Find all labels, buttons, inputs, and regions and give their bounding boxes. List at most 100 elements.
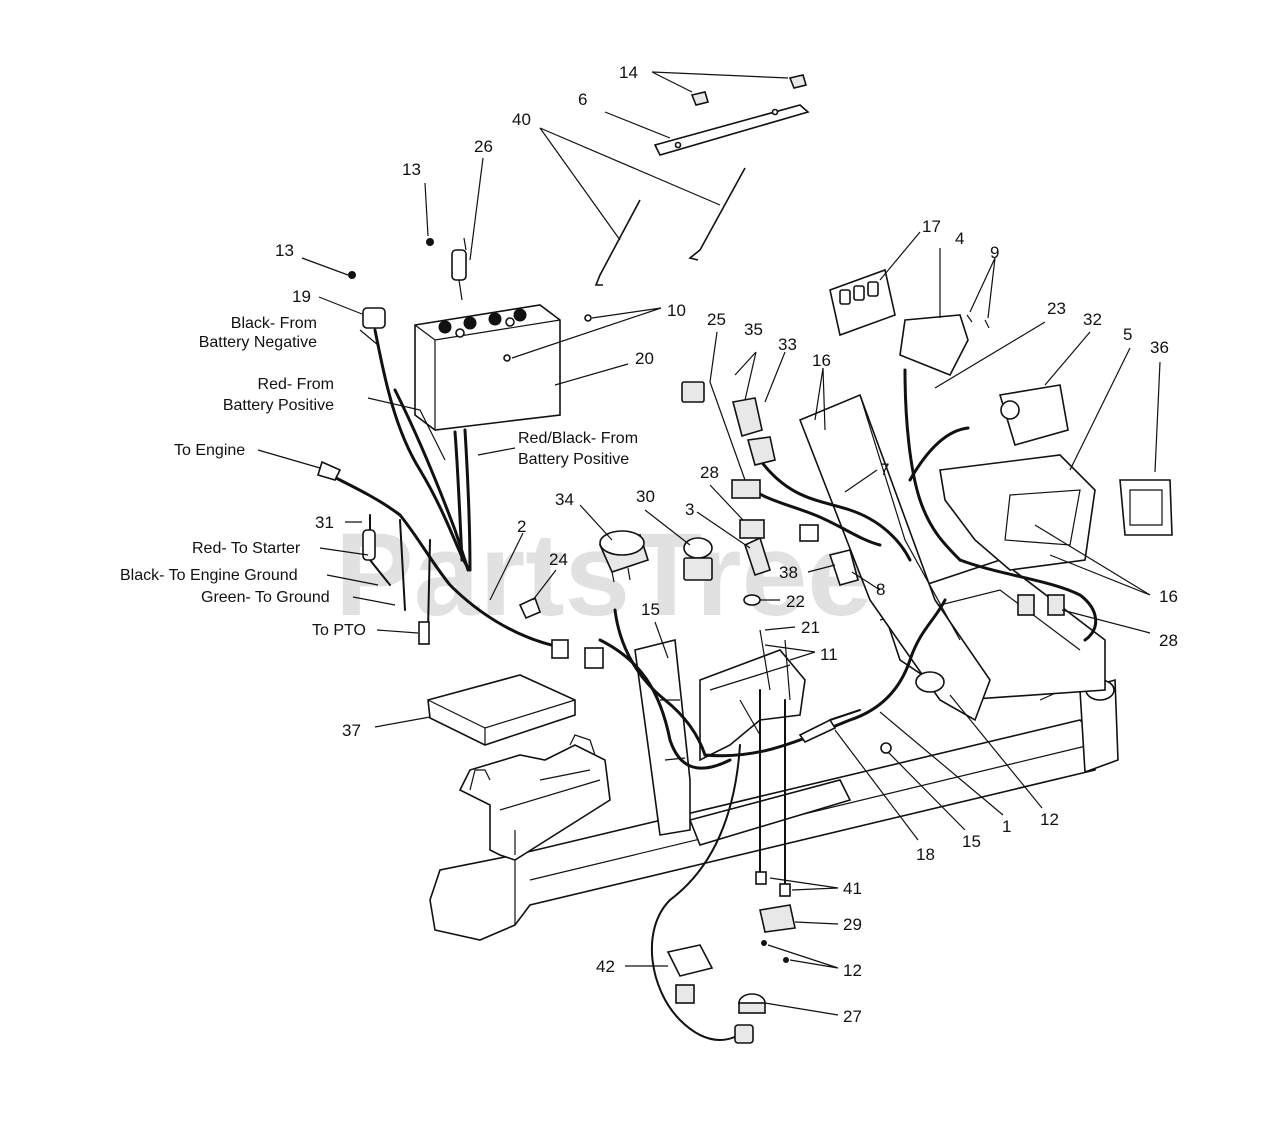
battery: [414, 304, 561, 431]
callout-4: 4: [955, 229, 964, 248]
callout-16b: 16: [1159, 587, 1178, 606]
battery-terminal-boot: [451, 237, 467, 301]
callout-15b: 15: [962, 832, 981, 851]
callout-9: 9: [990, 243, 999, 262]
callout-18: 18: [916, 845, 935, 864]
callout-35: 35: [744, 320, 763, 339]
callout-24: 24: [549, 550, 568, 569]
leader-lines: [257, 71, 1161, 1016]
battery-tray: [427, 674, 576, 746]
bolt-11: [784, 639, 791, 701]
label-red-positive-1: Red- From: [258, 376, 334, 393]
switch-29: [759, 904, 796, 933]
bracket-4: [899, 314, 969, 377]
callout-37: 37: [342, 721, 361, 740]
callout-5: 5: [1123, 325, 1132, 344]
callout-20: 20: [635, 349, 654, 368]
pto-switch: [683, 537, 713, 581]
connector-28b: [799, 524, 819, 542]
callout-21: 21: [801, 618, 820, 637]
label-green-to-ground: Green- To Ground: [201, 589, 330, 606]
label-red-to-starter: Red- To Starter: [192, 540, 301, 557]
ignition-switch: [598, 530, 650, 583]
part-number-callouts: 14 6 40 13 26 13 19 10 20 17 4 9 23 32 5…: [275, 63, 1178, 1026]
callout-32: 32: [1083, 310, 1102, 329]
label-redblack-1: Red/Black- From: [518, 430, 638, 447]
fuse-31: [362, 529, 376, 561]
connector-42: [675, 984, 695, 1004]
callout-6: 6: [578, 90, 587, 109]
lens-36: [1119, 479, 1173, 536]
screws-9: [966, 314, 990, 329]
grommet-12: [915, 671, 945, 693]
callout-17: 17: [922, 217, 941, 236]
j-bolt-40b: [688, 167, 746, 261]
bolt-21: [759, 629, 771, 691]
callout-26: 26: [474, 137, 493, 156]
headlight-32: [998, 384, 1069, 446]
connector-18: [798, 718, 837, 744]
label-red-positive-2: Battery Positive: [223, 397, 334, 414]
nut-13b: [348, 271, 356, 279]
callout-13b: 13: [275, 241, 294, 260]
wire-labels: Black- From Battery Negative Red- From B…: [120, 315, 638, 639]
seat-switch-27: [738, 993, 766, 1014]
callout-29: 29: [843, 915, 862, 934]
callout-38: 38: [779, 563, 798, 582]
tractor-frame: [429, 393, 1119, 941]
j-bolt-40a: [594, 199, 641, 286]
callout-42: 42: [596, 957, 615, 976]
bolt-10b: [503, 354, 511, 362]
fuse-holder-19: [362, 307, 386, 329]
harness-plug-a: [551, 639, 569, 659]
nut-15: [880, 742, 892, 754]
nut-22: [743, 594, 761, 606]
connector-relay: [731, 479, 761, 499]
callout-34: 34: [555, 490, 574, 509]
interlock-switch-3: [744, 536, 771, 577]
callout-25: 25: [707, 310, 726, 329]
harness-plug-b: [584, 647, 604, 669]
pto-connector: [418, 621, 430, 645]
instrument-panel-17: [829, 268, 896, 337]
callout-41: 41: [843, 879, 862, 898]
callout-14: 14: [619, 63, 638, 82]
callout-12b: 12: [843, 961, 862, 980]
connector-28a: [739, 519, 765, 539]
callout-33: 33: [778, 335, 797, 354]
callout-1: 1: [1002, 817, 1011, 836]
callout-15a: 15: [641, 600, 660, 619]
callout-36: 36: [1150, 338, 1169, 357]
callout-30: 30: [636, 487, 655, 506]
spacer-41a: [755, 871, 767, 885]
bracket-42: [666, 944, 714, 977]
callout-22: 22: [786, 592, 805, 611]
label-black-to-engine-ground: Black- To Engine Ground: [120, 567, 298, 584]
connector-27: [734, 1024, 754, 1044]
callout-28a: 28: [700, 463, 719, 482]
callout-16a: 16: [812, 351, 831, 370]
callout-23: 23: [1047, 299, 1066, 318]
callout-11: 11: [820, 645, 838, 664]
label-to-pto: To PTO: [312, 622, 366, 639]
spacer-41b: [779, 883, 791, 897]
label-black-negative-2: Battery Negative: [199, 334, 317, 351]
label-black-negative-1: Black- From: [231, 315, 317, 332]
callout-27: 27: [843, 1007, 862, 1026]
clip-24: [518, 596, 542, 620]
callout-8: 8: [876, 580, 885, 599]
switch-33: [732, 397, 763, 438]
wing-nut-14b: [788, 74, 808, 89]
callout-40: 40: [512, 110, 531, 129]
wiring-harness: [328, 328, 1098, 1041]
relay-25: [681, 381, 705, 403]
label-redblack-2: Battery Positive: [518, 451, 629, 468]
bolt-10a: [584, 314, 592, 322]
callout-31: 31: [315, 513, 334, 532]
switch-33b: [746, 436, 776, 466]
bracket-38: [828, 549, 859, 586]
callout-3: 3: [685, 500, 694, 519]
socket-28a: [1017, 594, 1035, 616]
label-to-engine: To Engine: [174, 442, 245, 459]
